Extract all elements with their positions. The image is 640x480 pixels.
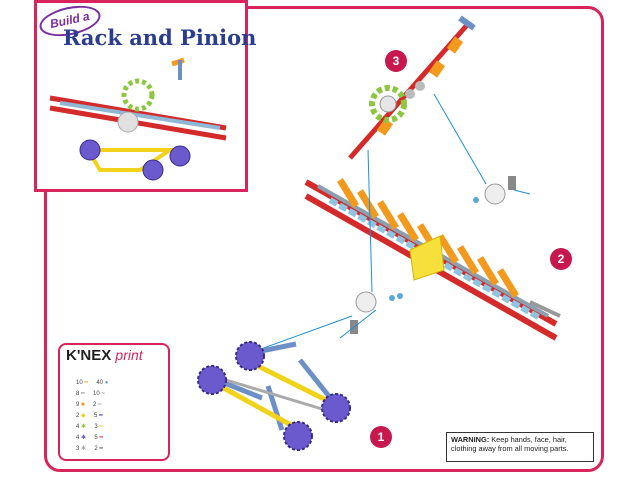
warning-label: WARNING: [451, 435, 490, 444]
step3-axle [348, 15, 476, 160]
page-frame [44, 6, 604, 472]
legend-row: 10 ━ 40 ● [76, 380, 109, 386]
connector-piece [508, 176, 516, 190]
inset-model [49, 57, 227, 181]
legend-row: 4 ✱ 5 ━ [76, 435, 104, 441]
knex-print-logo: K'NEX print [66, 347, 143, 364]
warning-text: Keep hands, face, hair, clothing away fr… [451, 435, 569, 453]
spacer-piece [397, 293, 403, 299]
legend-brand: K'NEX [66, 347, 112, 364]
step2-rack [304, 178, 561, 341]
step-2-badge: 2 [550, 248, 572, 270]
preview-inset: Build a Rack and Pinion [34, 0, 256, 192]
legend-row: 9 ■ 2 ━ [76, 402, 102, 408]
legend-row: 3 ✱ 2 ━ [76, 446, 104, 452]
gear-piece [484, 183, 506, 205]
parts-legend: K'NEX print 10 ━ 40 ● 8 ━ 10 ~ 9 ■ 2 ━ 2… [58, 343, 170, 461]
gear-piece [355, 291, 377, 313]
legend-sub: print [115, 347, 143, 363]
legend-row: 8 ━ 10 ~ [76, 391, 105, 397]
spacer-piece [473, 197, 479, 203]
step1-base [197, 341, 351, 451]
step-1-badge: 1 [370, 426, 392, 448]
legend-row: 4 ✱ 3 ━ [76, 424, 104, 430]
safety-warning: WARNING: Keep hands, face, hair, clothin… [446, 432, 594, 462]
spacer-piece [389, 295, 395, 301]
legend-row: 2 ◆ 5 ━ [76, 413, 103, 419]
step-3-badge: 3 [385, 50, 407, 72]
page-title: Rack and Pinion [63, 25, 257, 50]
